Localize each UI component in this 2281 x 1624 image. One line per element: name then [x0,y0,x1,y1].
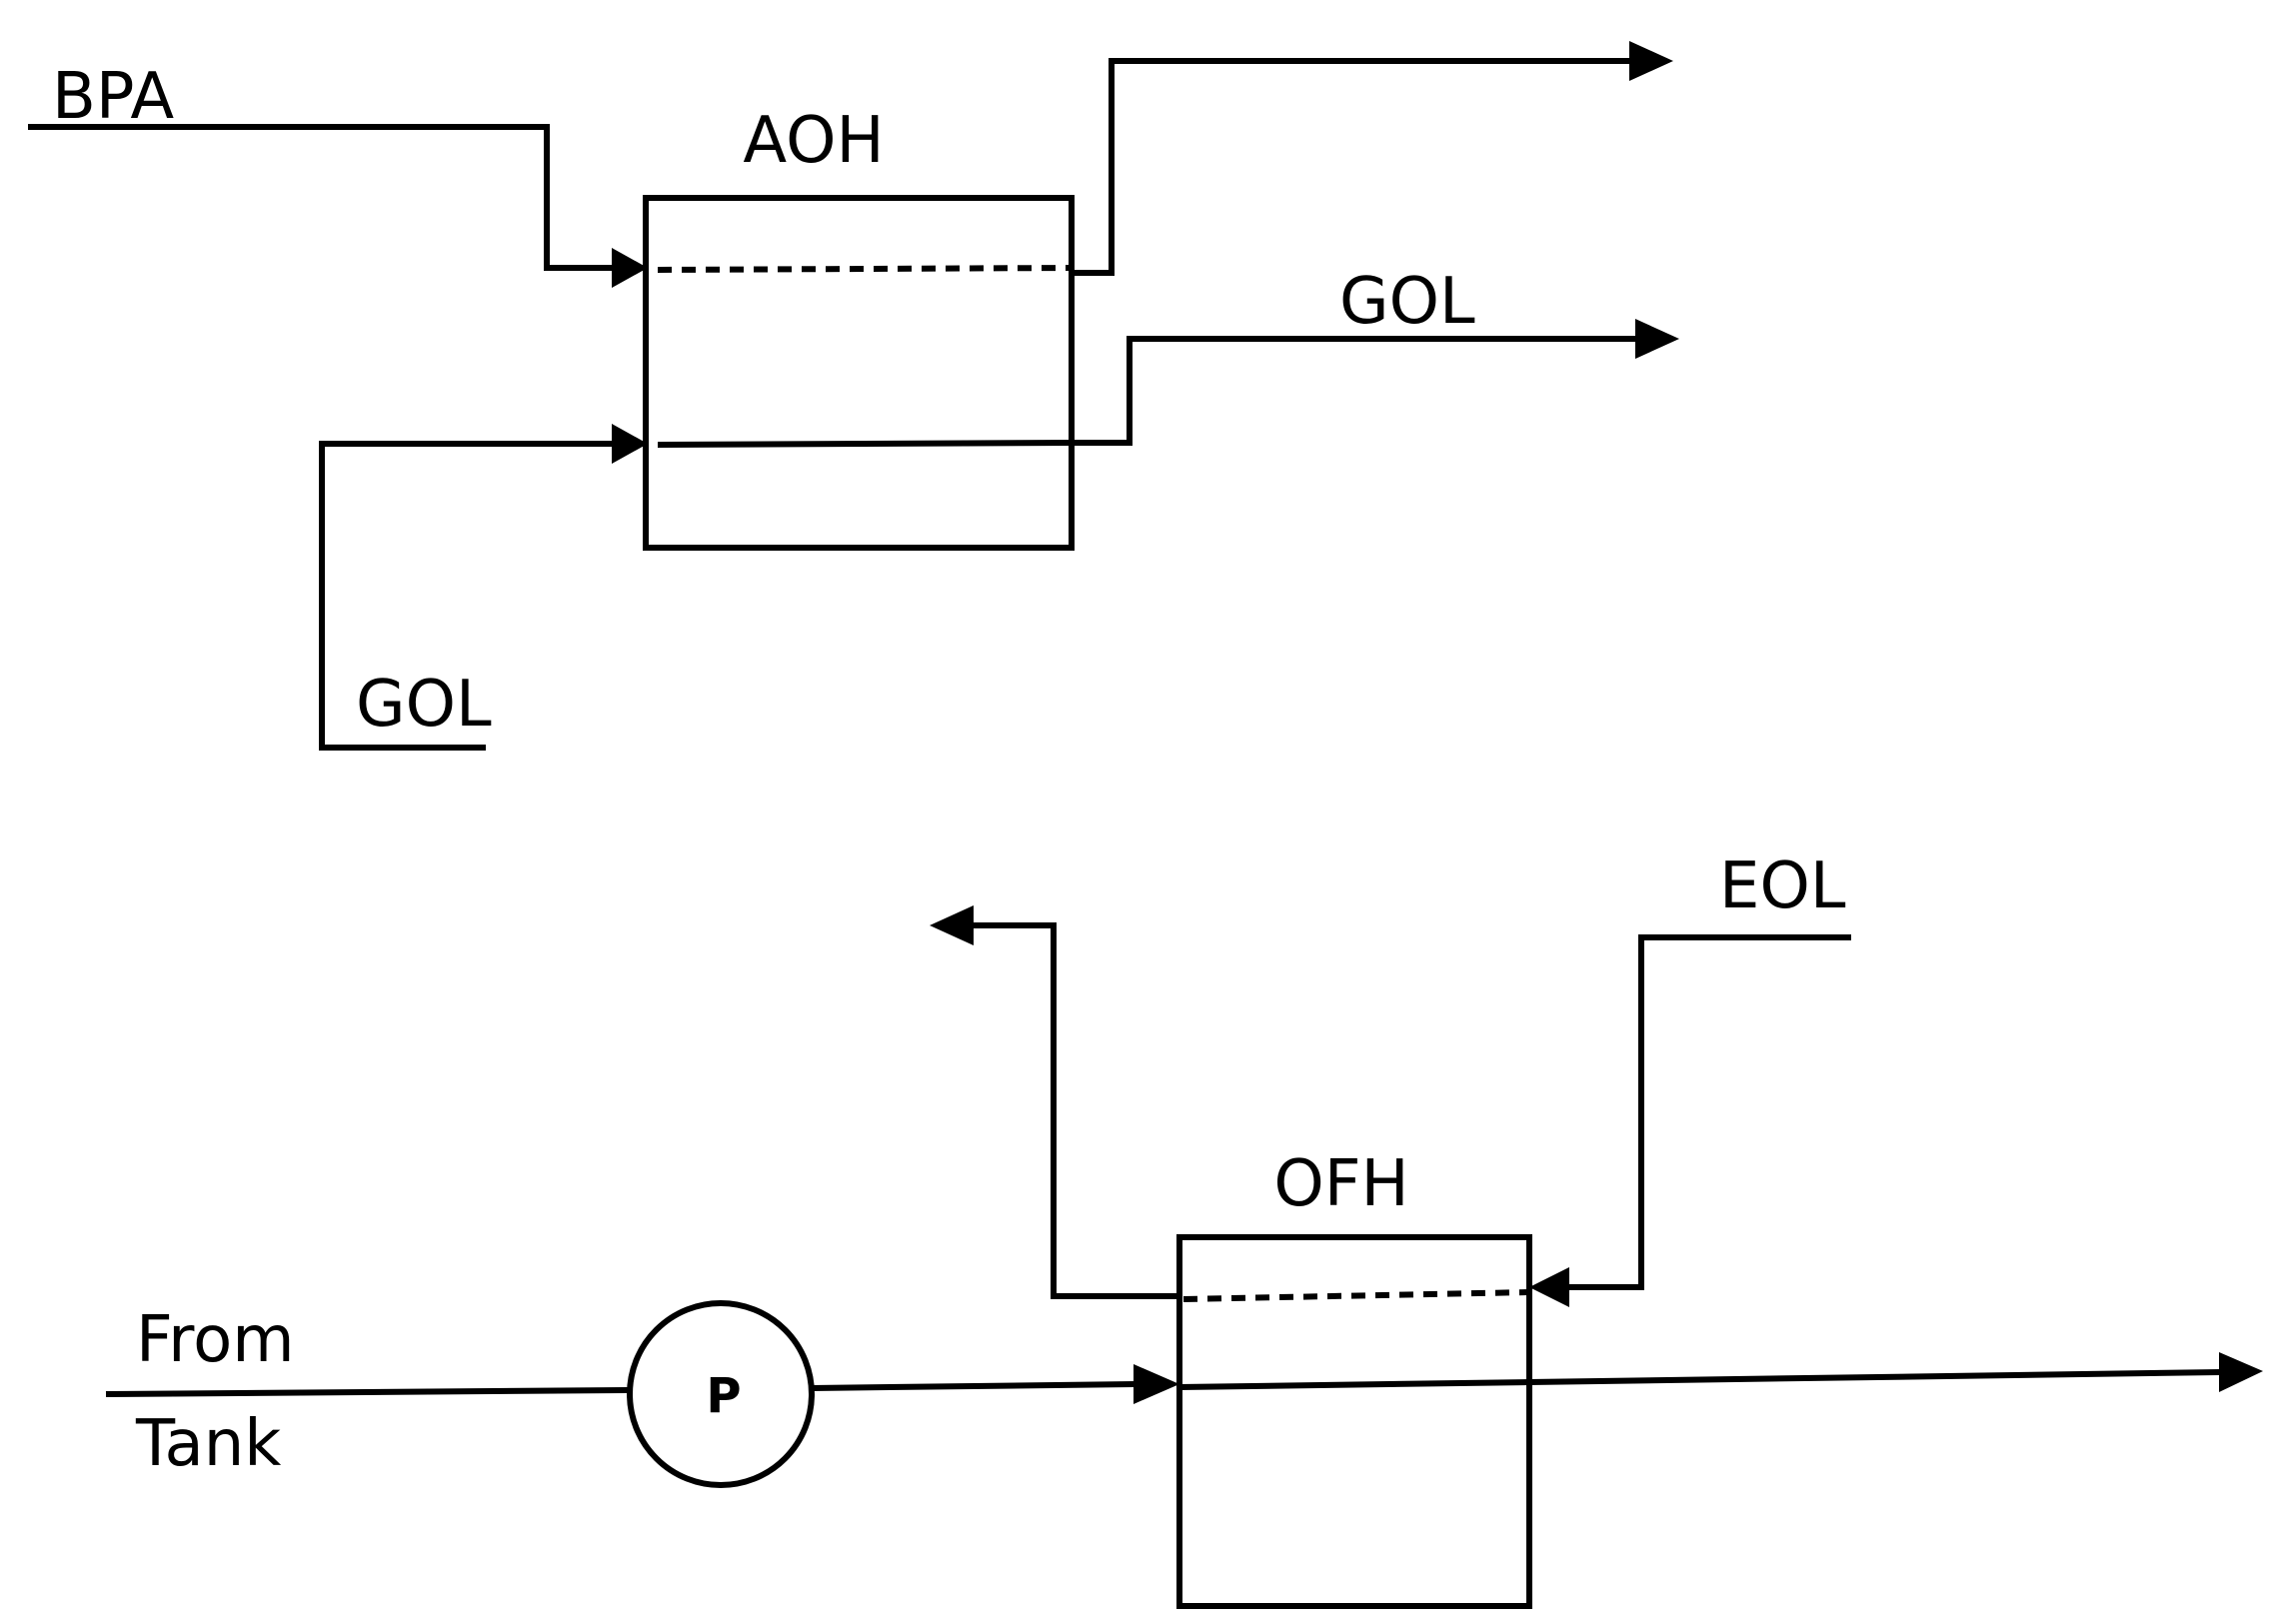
ofh-label: OFH [1273,1147,1408,1221]
gol-outlet-label: GOL [1339,265,1475,339]
eol-inlet-arrowhead [1529,1267,1569,1307]
pump: P [627,1300,815,1488]
ofh-outlet-stream [1528,1352,2263,1392]
tank-to-pump-line [105,1387,629,1397]
pump-icon [627,1300,815,1488]
ofh-outlet-arrowhead [2219,1352,2263,1392]
aoh-vapor-outlet-line [1072,58,1633,276]
gol-inlet-label: GOL [356,668,492,742]
pump-to-ofh-line [811,1381,1137,1391]
tank-label: Tank [135,1407,281,1481]
ofh-internal-line [1178,1379,1530,1390]
ofh-outlet-line [1528,1369,2222,1385]
ofh-vapor-outlet-stream [930,905,1179,1299]
bpa-inlet-stream: BPA [28,60,648,288]
eol-label: EOL [1719,849,1846,923]
aoh-internal-line [657,440,1073,448]
pump-to-ofh-arrowhead [1134,1364,1179,1404]
gol-outlet-line [1072,336,1639,446]
aoh-label: AOH [743,104,884,178]
ofh-box [1176,1234,1532,1609]
from-label: From [136,1303,295,1377]
bpa-label: BPA [52,60,174,134]
bpa-inlet-arrowhead [612,248,648,288]
aoh-unit: AOH [643,104,1075,551]
aoh-vapor-outlet-arrowhead [1629,41,1673,81]
eol-inlet-line [1567,934,1851,1290]
pump-to-ofh-stream [811,1364,1530,1404]
eol-inlet-stream: EOL [1529,849,1851,1307]
gol-inlet-stream: GOL [319,424,648,751]
aoh-box [643,195,1075,551]
pump-label: P [706,1368,741,1424]
feed-stream: From Tank [105,1303,629,1481]
ofh-dashed-line [1182,1289,1530,1302]
gol-inlet-arrowhead [612,424,648,464]
gol-inlet-line [319,441,612,751]
ofh-vapor-outlet-arrowhead [930,905,974,945]
aoh-dashed-line [657,265,1073,273]
aoh-vapor-outlet-stream [1072,41,1673,276]
ofh-vapor-outlet-line [972,922,1179,1299]
bpa-inlet-line [28,124,612,271]
ofh-unit: OFH [1176,1147,1532,1609]
gol-outlet-stream: GOL [1072,265,1679,446]
gol-outlet-arrowhead [1635,319,1679,359]
